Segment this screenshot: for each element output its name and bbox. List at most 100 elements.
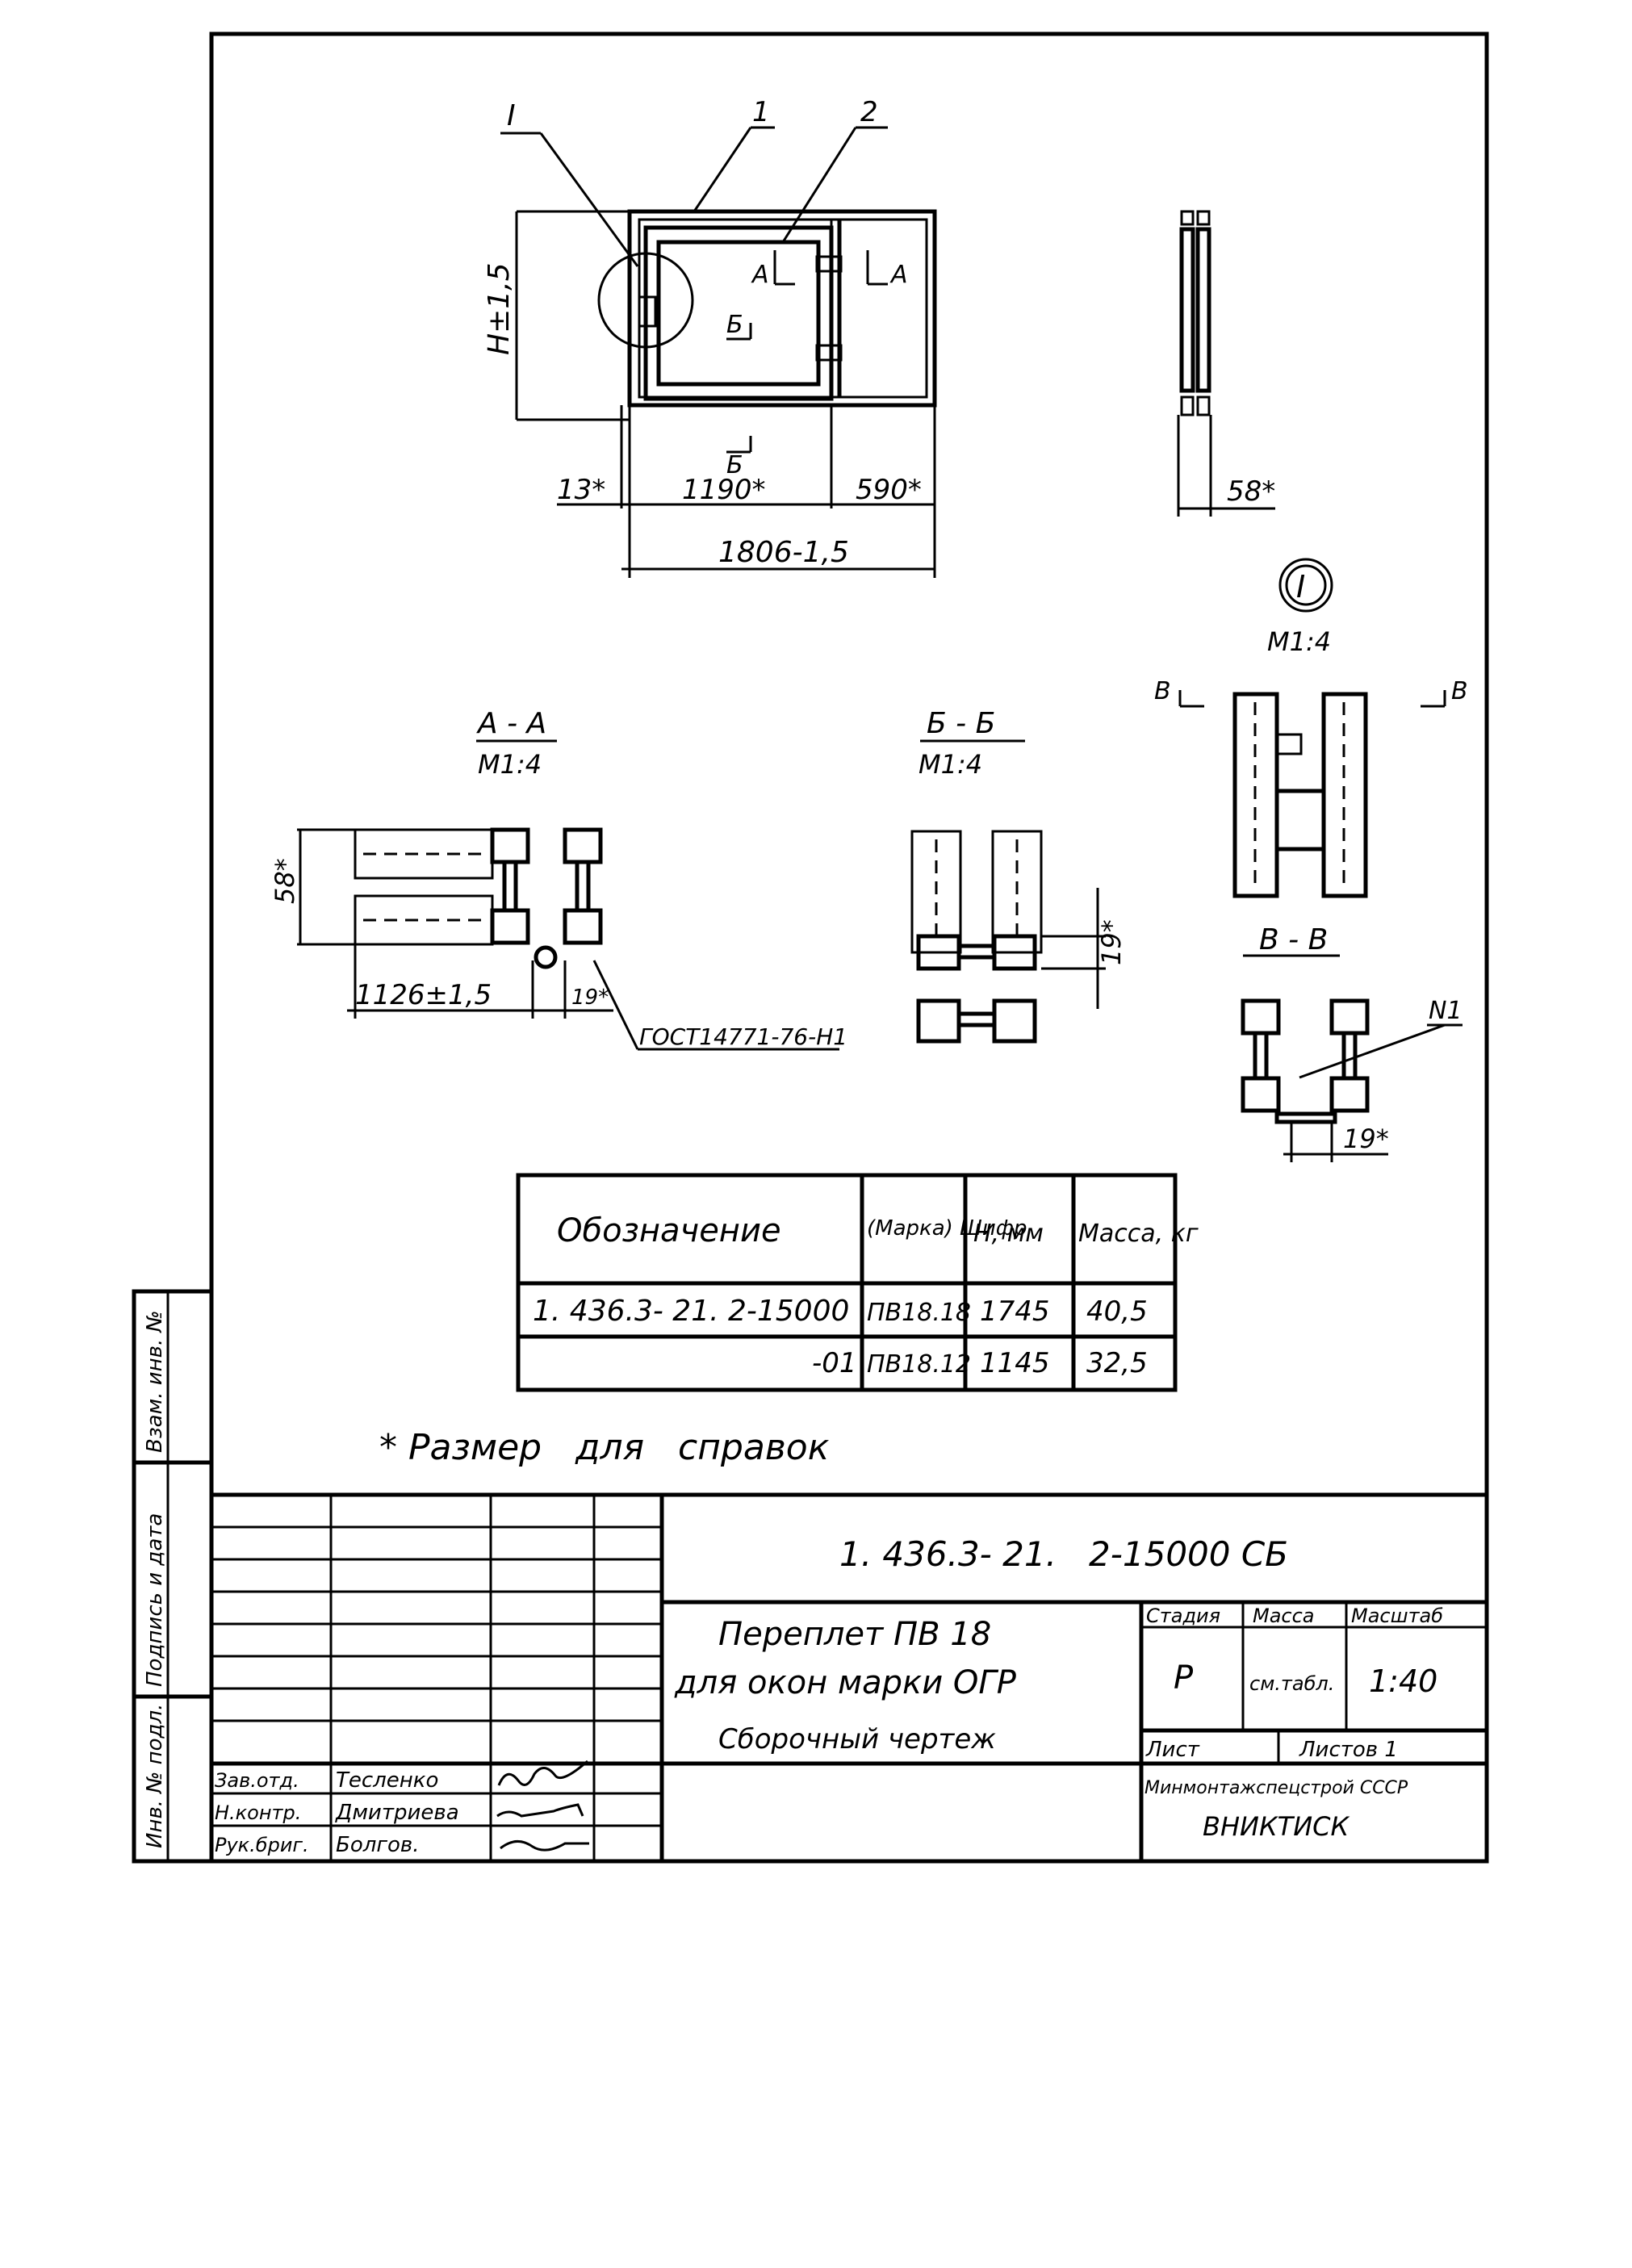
scale-value: 1:40 [1369, 1663, 1437, 1699]
bb-dim-label: 19* [1096, 919, 1127, 965]
side-stamp-lines [132, 1289, 214, 1864]
reference-note: * Размер для справок [379, 1427, 830, 1468]
signature-3 [500, 1840, 589, 1852]
th-height: Н, мм [973, 1220, 1044, 1248]
signature-1 [497, 1760, 588, 1786]
outer-frame-inner [638, 218, 928, 399]
aa-height-label: 58* [270, 858, 300, 904]
side-dim-label: 58* [1227, 475, 1275, 508]
signer-1-role: Зав.отд. [215, 1769, 299, 1792]
detail-label-circle-inner [1285, 564, 1327, 606]
main-view [500, 126, 937, 578]
cut-right-label: B [1451, 677, 1468, 705]
detail-i-view [1178, 558, 1446, 898]
signer-3-name: Болгов. [336, 1833, 420, 1857]
signer-1-name: Тесленко [336, 1768, 438, 1793]
signer-2-role: Н.контр. [215, 1801, 301, 1824]
row2-height: 1145 [980, 1347, 1050, 1379]
hinge-bottom [815, 344, 843, 362]
org-line1: Минмонтажспецстрой СССР [1144, 1778, 1408, 1798]
section-aa-view [297, 739, 839, 1051]
detail-circle-i [597, 252, 694, 349]
detail-i-label: I [1296, 569, 1305, 605]
aa-small-label: 19* [571, 985, 609, 1010]
dim-right-label: 590* [856, 474, 922, 506]
row1-mark: ПВ18.18 [867, 1299, 971, 1327]
mass-value: см.табл. [1249, 1672, 1334, 1695]
title-block-lines [211, 1492, 1487, 1861]
stamp-signature-date: Подпись и дата [143, 1513, 167, 1687]
side-profile-left [1179, 227, 1195, 393]
profile-aa-2 [490, 908, 530, 945]
th-designation: Обозначение [557, 1212, 781, 1249]
weld-leader [1299, 1023, 1446, 1079]
weld-point [534, 945, 558, 969]
spec-table-lines [516, 1173, 1178, 1392]
signature-2 [496, 1803, 584, 1818]
section-b-bottom-label: Б [726, 451, 743, 479]
callout-1-label: 1 [752, 96, 770, 128]
profile-aa-3 [563, 827, 603, 864]
leader-2 [781, 127, 857, 243]
drawing-frame [209, 31, 1489, 1864]
row1-height: 1745 [980, 1295, 1050, 1328]
row1-mass: 40,5 [1086, 1295, 1148, 1328]
gost-ref: ГОСТ14771-76-Н1 [639, 1023, 847, 1050]
section-bb-profile-right [992, 998, 1037, 1044]
callout-2-label: 2 [860, 96, 878, 128]
row2-mass: 32,5 [1086, 1347, 1148, 1379]
doc-name-line3: Сборочный чертеж [718, 1723, 996, 1755]
doc-name-line1: Переплет ПВ 18 [718, 1616, 991, 1653]
dim-total-label: 1806-1,5 [718, 536, 849, 569]
detail-hinge [1274, 789, 1326, 852]
side-view [1177, 210, 1275, 517]
detail-i-scale: M1:4 [1267, 626, 1331, 657]
section-a-right-label: A [889, 261, 908, 289]
sheet-label: Лист [1145, 1738, 1200, 1762]
th-mass: Масса, кг [1078, 1220, 1199, 1248]
gost-leader [592, 960, 639, 1050]
leader-1 [693, 127, 752, 212]
section-bb-left [910, 830, 962, 954]
handle [638, 295, 657, 328]
sheets-label: Листов 1 [1299, 1738, 1398, 1762]
dim-middle-label: 1190* [682, 474, 766, 506]
dim-left-label: 13* [557, 474, 605, 506]
section-bb-scale: M1:4 [919, 749, 982, 780]
section-bb-right [991, 830, 1043, 954]
section-aa-title: A - A [476, 707, 546, 740]
signer-3-role: Рук.бриг. [215, 1834, 309, 1856]
section-aa-scale: M1:4 [478, 749, 542, 780]
stamp-vzam-inv: Взам. инв. № [143, 1310, 167, 1453]
weld-label: N1 [1429, 997, 1463, 1025]
doc-name-line2: для окон марки ОГР [674, 1664, 1017, 1701]
height-dim-label: H±1,5 [483, 263, 516, 356]
callout-i-label: I [507, 99, 516, 132]
scale-header: Масштаб [1351, 1605, 1443, 1627]
glazing-rebate [656, 240, 821, 387]
section-b-top-label: Б [726, 311, 743, 339]
row2-designation: -01 [812, 1347, 857, 1379]
profile-aa-1 [490, 827, 530, 864]
row2-mark: ПВ18.12 [867, 1350, 971, 1379]
side-profile-right [1195, 227, 1211, 393]
hinge-top [815, 255, 843, 273]
aa-width-label: 1126±1,5 [355, 979, 492, 1011]
detail-label-circle-outer [1278, 558, 1333, 613]
section-a-left-label: A [751, 261, 769, 289]
org-line2: ВНИКТИСК [1203, 1811, 1350, 1842]
doc-number: 1. 436.3- 21. 2-15000 СБ [839, 1534, 1288, 1574]
section-vv-title: B - B [1259, 923, 1328, 956]
stage-value: Р [1174, 1659, 1194, 1697]
vv-dim-label: 19* [1343, 1124, 1389, 1154]
stage-header: Стадия [1146, 1605, 1220, 1627]
section-bb-profile-left [916, 998, 961, 1044]
th-mark: (Марка) Шифр [867, 1216, 1027, 1241]
cut-left-label: B [1154, 677, 1171, 705]
section-bb-view [910, 739, 1106, 1044]
vv-plate [1274, 1111, 1337, 1124]
leader-i [539, 132, 639, 267]
stamp-inv-podl: Инв. № подл. [143, 1704, 167, 1848]
row1-designation: 1. 436.3- 21. 2-15000 [533, 1295, 849, 1328]
